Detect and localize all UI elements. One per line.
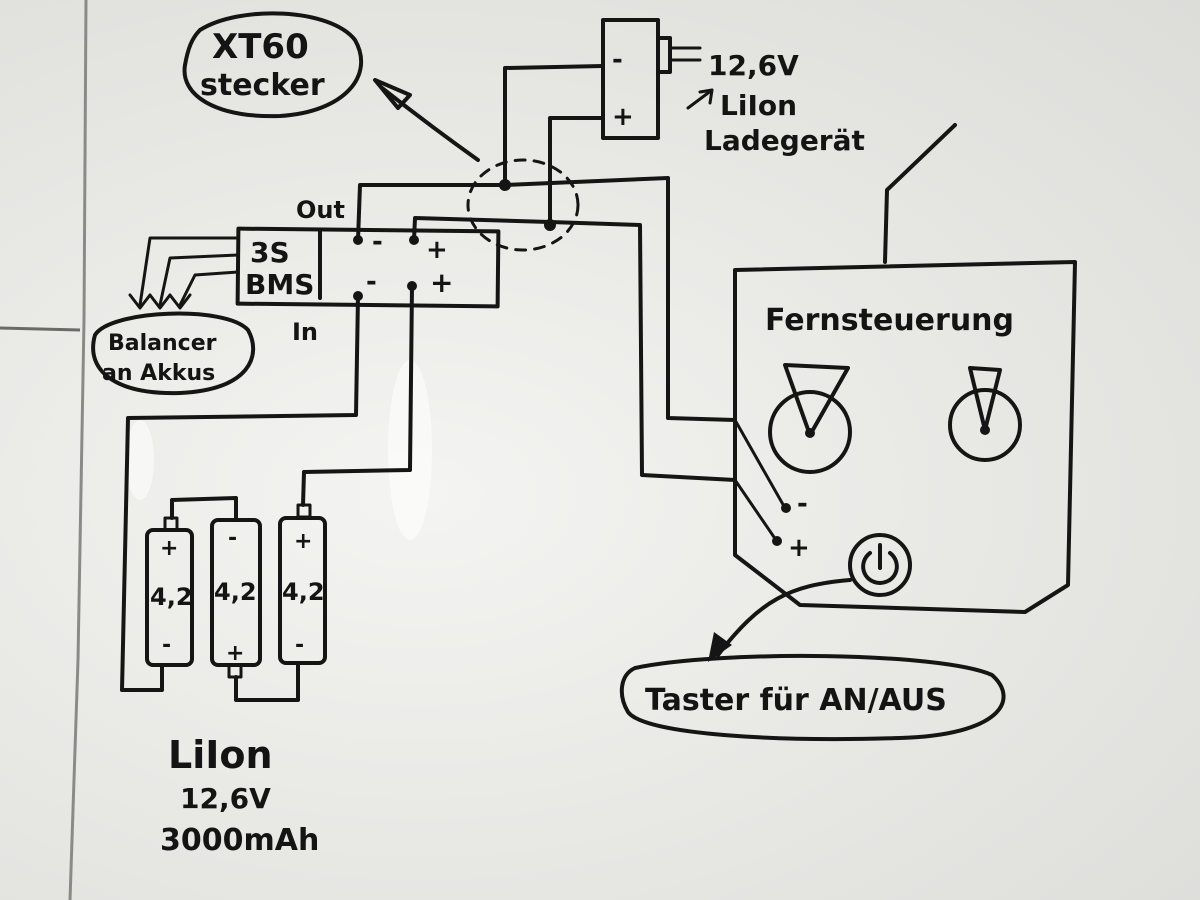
cell-link-2-3	[234, 661, 300, 702]
xt60-connector-outline	[466, 158, 580, 252]
balancer-wire-1	[138, 236, 240, 307]
charger-plus: +	[612, 102, 634, 132]
charger-plus-wire	[548, 116, 605, 227]
left-joystick-stick	[783, 363, 850, 437]
xt60-label-line1: XT60	[212, 27, 309, 67]
cell-3-top: +	[294, 529, 312, 554]
remote-plus: +	[788, 533, 810, 563]
right-joystick	[948, 388, 1022, 462]
charger-plug	[656, 36, 672, 74]
balancer-bubble	[91, 311, 256, 396]
bms-in-minus: -	[366, 267, 377, 297]
balancer-label-line1: Balancer	[108, 331, 217, 356]
bms-out-plus-wire	[412, 216, 737, 482]
remote-body	[733, 260, 1077, 614]
bms-in-label: In	[292, 318, 318, 346]
bms-in-plus-wire	[301, 284, 414, 507]
cell-3-cap	[296, 503, 312, 519]
left-joystick-pivot	[805, 428, 815, 438]
bms-box	[235, 226, 501, 309]
taster-bubble	[619, 653, 1006, 742]
charger-label-line1: LiIon	[720, 89, 797, 122]
button-arrow	[716, 578, 852, 657]
bms-out-minus-wire	[356, 176, 737, 422]
remote-plus-terminal	[772, 536, 782, 546]
xt60-label-line2: stecker	[200, 68, 325, 103]
charger-minus: -	[612, 45, 623, 75]
remote-minus: -	[797, 489, 808, 519]
balancer-wire-2	[158, 253, 240, 307]
battery-label-line2: 12,6V	[180, 782, 271, 815]
charger-voltage: 12,6V	[708, 49, 799, 82]
power-button	[848, 533, 912, 597]
battery-label-line3: 3000mAh	[160, 823, 319, 858]
cell-1-top: +	[160, 536, 178, 561]
charger-label-line2: Ladegerät	[704, 124, 865, 157]
charger-pins	[668, 46, 702, 62]
bms-in-plus: +	[430, 266, 453, 299]
cell-3-bottom: -	[295, 633, 304, 658]
bms-label-line1: 3S	[250, 236, 290, 269]
cell-3-value: 4,2	[282, 578, 325, 606]
cell-2-top: -	[228, 526, 237, 551]
charger-box	[601, 18, 660, 140]
cell-2-bottom: +	[226, 641, 244, 666]
left-joystick	[768, 390, 852, 474]
cell-2-value: 4,2	[214, 578, 257, 606]
taster-label: Taster für AN/AUS	[645, 683, 947, 718]
xt60-bubble	[182, 11, 364, 119]
battery-label-line1: LiIon	[168, 733, 273, 777]
charger-arrow	[686, 88, 714, 110]
bms-out-label: Out	[296, 196, 345, 224]
balancer-label-line2: an Akkus	[102, 361, 215, 386]
cell-1-value: 4,2	[150, 583, 193, 611]
bms-label-line2: BMS	[245, 268, 314, 301]
remote-plus-lead	[733, 478, 778, 542]
right-joystick-pivot	[980, 425, 990, 435]
charger-minus-wire	[503, 64, 605, 187]
remote-minus-lead	[733, 418, 787, 510]
whiteboard-frame-ledge	[0, 326, 81, 332]
balancer-arrowheads	[128, 293, 192, 310]
bms-out-minus: -	[372, 227, 383, 257]
bms-out-plus: +	[426, 235, 448, 265]
cell-link-1-2	[170, 496, 238, 522]
remote-antenna	[883, 123, 957, 264]
cell-1-bottom: -	[162, 633, 171, 658]
power-icon	[861, 551, 899, 585]
xt60-arrowhead	[373, 78, 412, 110]
glare	[126, 420, 154, 500]
remote-minus-terminal	[781, 503, 791, 513]
xt60-arrow	[380, 86, 480, 162]
whiteboard-frame-edge	[68, 0, 88, 900]
remote-title: Fernsteuerung	[765, 303, 1014, 338]
button-arrowhead	[708, 632, 732, 662]
bms-in-minus-wire	[120, 294, 360, 692]
right-joystick-stick	[968, 366, 1002, 432]
balancer-wire-3	[178, 270, 240, 307]
